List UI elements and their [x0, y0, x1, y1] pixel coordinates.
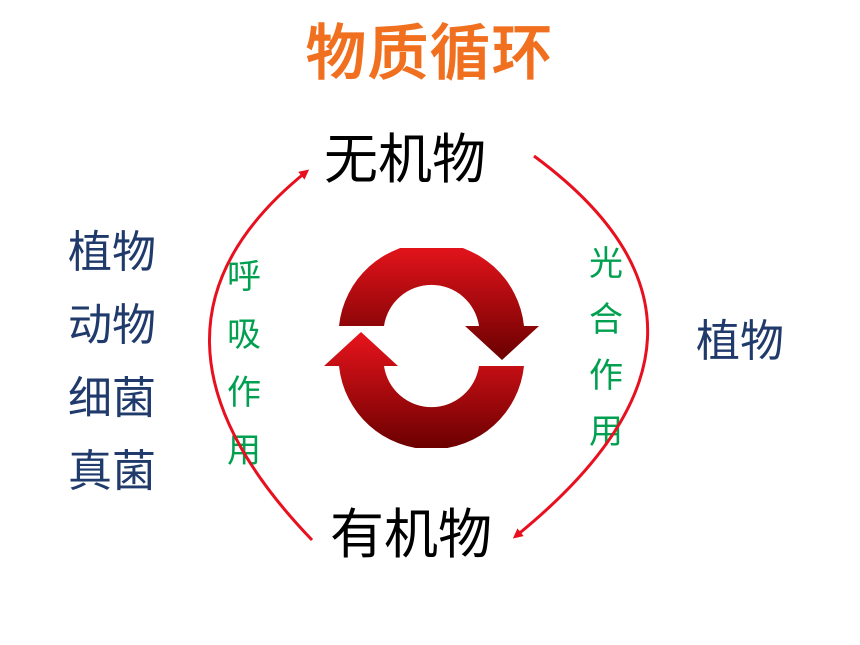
process-char: 吸 [227, 315, 261, 355]
node-organic-matter: 有机物 [330, 503, 492, 566]
process-respiration: 呼 吸 作 用 [224, 248, 264, 480]
decomposer-group: 植物 动物 细菌 真菌 [68, 216, 168, 508]
diagram-title: 物质循环 [306, 19, 554, 89]
producer-label: 植物 [696, 316, 784, 367]
process-char: 合 [589, 300, 623, 340]
process-char: 作 [589, 356, 623, 396]
process-char: 作 [227, 373, 261, 413]
respiration-arrow [208, 169, 314, 542]
organism-label: 动物 [68, 300, 156, 351]
photosynthesis-arrow [512, 154, 649, 539]
process-char: 呼 [227, 257, 261, 297]
node-inorganic-matter: 无机物 [324, 128, 486, 191]
cycle-icon [324, 248, 539, 448]
process-char: 光 [589, 244, 623, 284]
organism-label: 细菌 [68, 373, 156, 424]
organism-label: 植物 [68, 227, 156, 278]
cycle-arrow-upper [339, 248, 539, 360]
cycle-arrow-lower [324, 332, 524, 448]
organism-label: 真菌 [68, 446, 156, 497]
